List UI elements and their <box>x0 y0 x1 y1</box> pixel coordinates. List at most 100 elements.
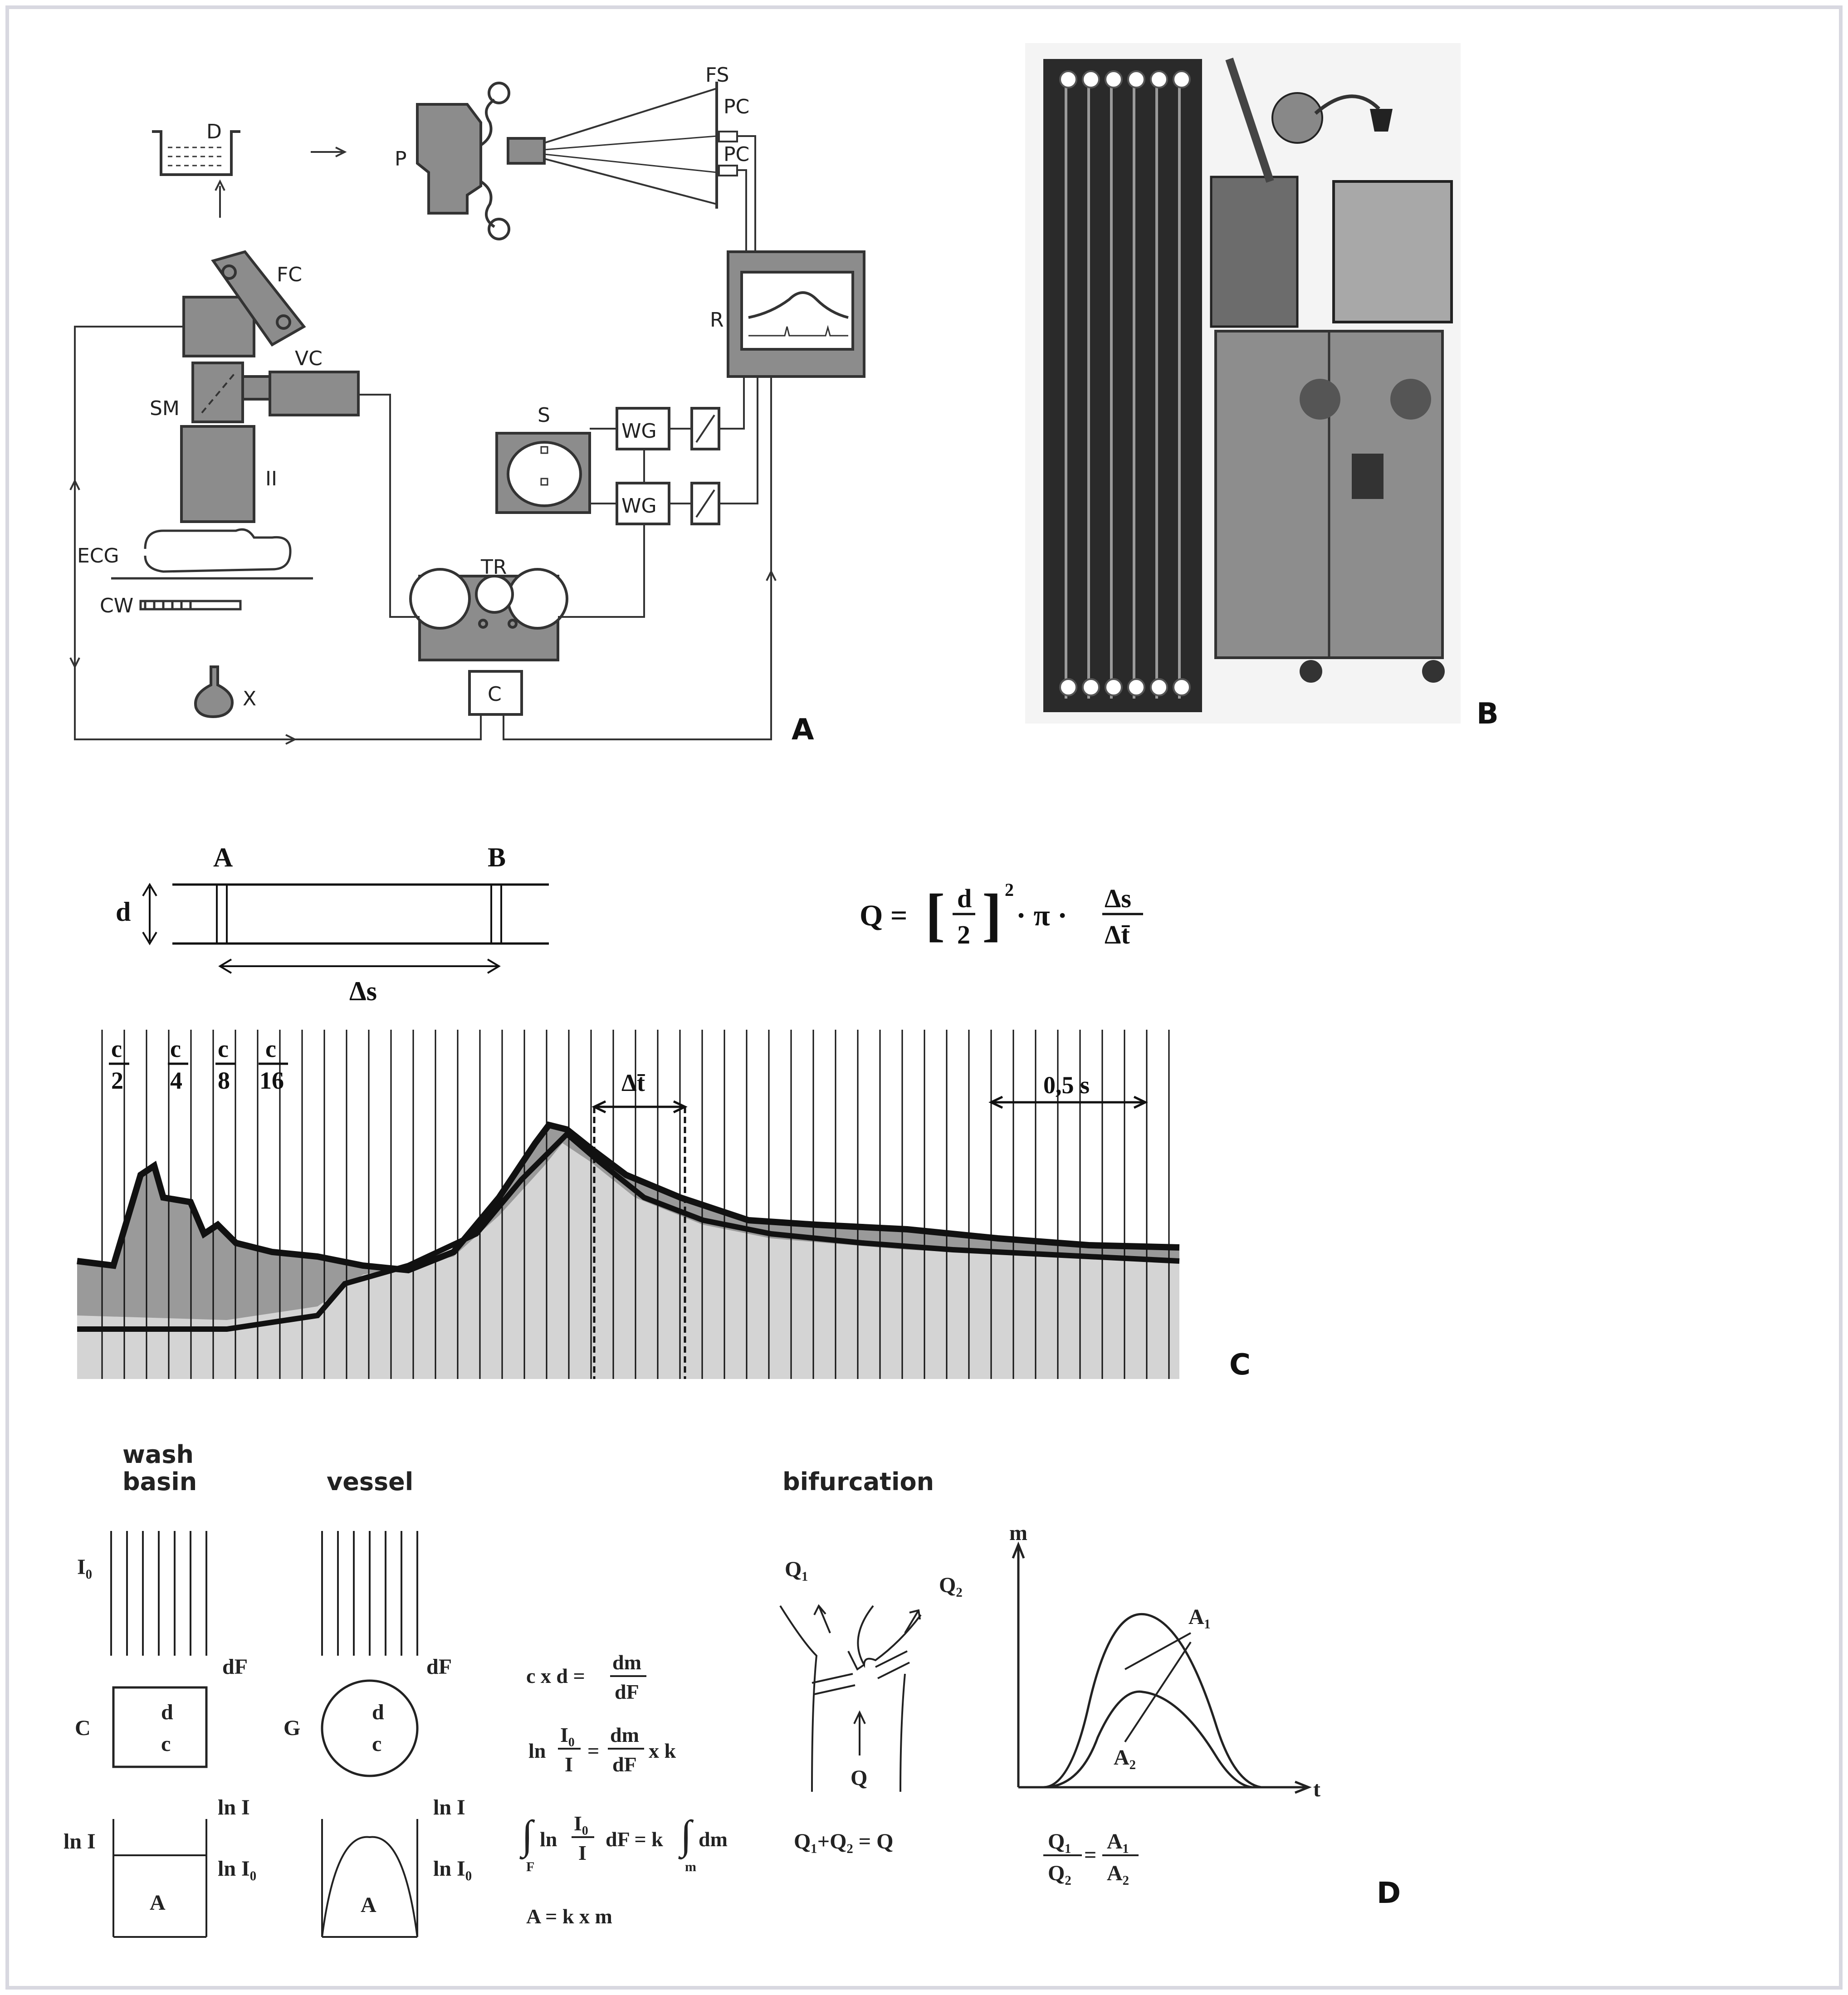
label-c-delta-s: Δs <box>349 976 377 1006</box>
label-a-x: X <box>243 687 256 710</box>
heading-vessel: vessel <box>327 1467 413 1496</box>
formula-two: 2 <box>957 920 970 949</box>
flow-formula: Q = [ d 2 ] 2 · π · Δs Δt̄ <box>860 880 1143 949</box>
eq2-k: x k <box>649 1739 676 1762</box>
panel-letter-c: C <box>1229 1348 1251 1382</box>
figure-border <box>5 5 1843 1990</box>
label-i0: I₀ <box>77 1555 92 1579</box>
bifurcation-drawing <box>779 1604 922 1792</box>
label-a-wg-1: WG <box>621 420 657 443</box>
label-c-basin: C <box>75 1716 91 1740</box>
formula-bracket-open: [ <box>925 882 945 948</box>
panel-letter-d: D <box>1377 1877 1401 1910</box>
formula-q: Q = <box>860 899 907 932</box>
eq3-i: I <box>578 1841 587 1864</box>
trace-c-label-4: c <box>265 1035 276 1062</box>
trace-c-label-1: c <box>111 1035 122 1062</box>
label-a-s: S <box>538 404 550 427</box>
label-a-pc-2: PC <box>724 143 749 166</box>
recorder <box>727 250 865 378</box>
camera-assembly <box>180 250 360 523</box>
eq1-left: c x d = <box>526 1664 585 1687</box>
label-d-vessel: d <box>372 1700 384 1724</box>
eq3-integral-2: ∫ <box>678 1813 694 1860</box>
label-a-fs: FS <box>705 64 729 87</box>
trace-c-label-2: c <box>170 1035 181 1062</box>
label-df-vessel: dF <box>426 1655 452 1679</box>
formula-d: d <box>957 884 972 913</box>
label-q2: Q₂ <box>939 1573 963 1597</box>
eq2-den: dF <box>612 1753 637 1776</box>
eq3-m: m <box>685 1859 696 1874</box>
equations: c x d = dm dF ln I₀ I = dm dF x k ∫ ln I… <box>519 1651 728 1928</box>
label-a-pc-1: PC <box>724 95 749 118</box>
label-a-wg-2: WG <box>621 494 657 518</box>
time-scale-label: 0,5 s <box>1043 1071 1090 1099</box>
axis-m-label: m <box>1009 1521 1027 1545</box>
panel-letter-a: A <box>792 713 814 747</box>
delta-t-label: Δt̄ <box>621 1069 645 1096</box>
label-a-p: P <box>395 147 407 171</box>
eq2-eq: = <box>587 1739 599 1762</box>
ratio-a1: A₁ <box>1107 1829 1129 1853</box>
absorption-profiles <box>112 1819 418 1938</box>
viewing-screen <box>1332 180 1453 323</box>
label-a1: A₁ <box>1188 1605 1211 1629</box>
label-a-tr: TR <box>480 556 507 579</box>
basin-cross-section <box>112 1686 208 1768</box>
panel-letter-b: B <box>1476 697 1499 731</box>
label-a-sm: SM <box>150 397 180 420</box>
label-a-fc: FC <box>277 263 302 286</box>
trace-c-denominator-2: 2 <box>111 1067 123 1094</box>
label-c-b: B <box>488 842 506 872</box>
trace-c-denominator-4: 4 <box>170 1067 182 1094</box>
formula-delta-s: Δs <box>1105 884 1131 913</box>
label-a-basin: A <box>150 1891 166 1915</box>
ratio-eq: = <box>1084 1843 1096 1867</box>
ratio-q1: Q₁ <box>1048 1829 1071 1853</box>
label-a-ii: II <box>265 467 277 490</box>
heading-basin: basin <box>122 1467 197 1496</box>
eq2-i: I <box>565 1753 573 1776</box>
flow-sum-equation: Q₁+Q₂ = Q <box>794 1829 894 1853</box>
label-c-vessel-inner: c <box>372 1732 381 1756</box>
eq3-ln: ln <box>540 1828 557 1851</box>
ratio-q2: Q₂ <box>1048 1861 1071 1885</box>
incident-beam-arrows <box>110 1531 418 1656</box>
label-c-basin-inner: c <box>161 1732 171 1756</box>
label-a-ecg: ECG <box>77 544 119 567</box>
formula-delta-t: Δt̄ <box>1105 920 1130 949</box>
label-a-d: D <box>206 120 222 143</box>
panel-c-tube-diagram <box>142 883 549 974</box>
tape-recorder <box>409 568 568 716</box>
label-a-vessel: A <box>361 1893 376 1917</box>
label-df-basin: dF <box>222 1655 248 1679</box>
label-a-r: R <box>710 308 724 332</box>
label-a2: A₂ <box>1114 1746 1136 1770</box>
label-lni-vessel: ln I <box>433 1795 465 1819</box>
eq3-dm: dm <box>699 1828 728 1851</box>
label-c-a: A <box>213 842 233 872</box>
patient-on-table <box>111 528 313 611</box>
label-lni0-basin: ln I₀ <box>218 1857 256 1881</box>
trace-c-denominator-16: 16 <box>259 1067 284 1094</box>
label-q: Q <box>851 1766 867 1790</box>
film-rack <box>1043 59 1202 712</box>
label-c-d: d <box>116 897 131 927</box>
eq2-num: dm <box>610 1723 639 1746</box>
eq4: A = k x m <box>526 1905 612 1928</box>
eq3-i0: I₀ <box>574 1812 588 1835</box>
label-a-c: C <box>488 683 502 706</box>
eq3-mid: dF = k <box>606 1828 663 1851</box>
label-lni-basin: ln I <box>218 1795 250 1819</box>
label-a-cw: CW <box>100 594 133 617</box>
heading-bifurcation: bifurcation <box>782 1467 934 1496</box>
oscilloscope <box>495 432 591 514</box>
eq3-f: F <box>526 1859 534 1874</box>
formula-exponent: 2 <box>1005 880 1014 900</box>
label-lni0-vessel: ln I₀ <box>433 1857 472 1881</box>
label-q1: Q₁ <box>785 1557 808 1581</box>
label-lni-left: ln I <box>64 1829 96 1853</box>
dilution-curves-plot <box>1012 1541 1312 1794</box>
